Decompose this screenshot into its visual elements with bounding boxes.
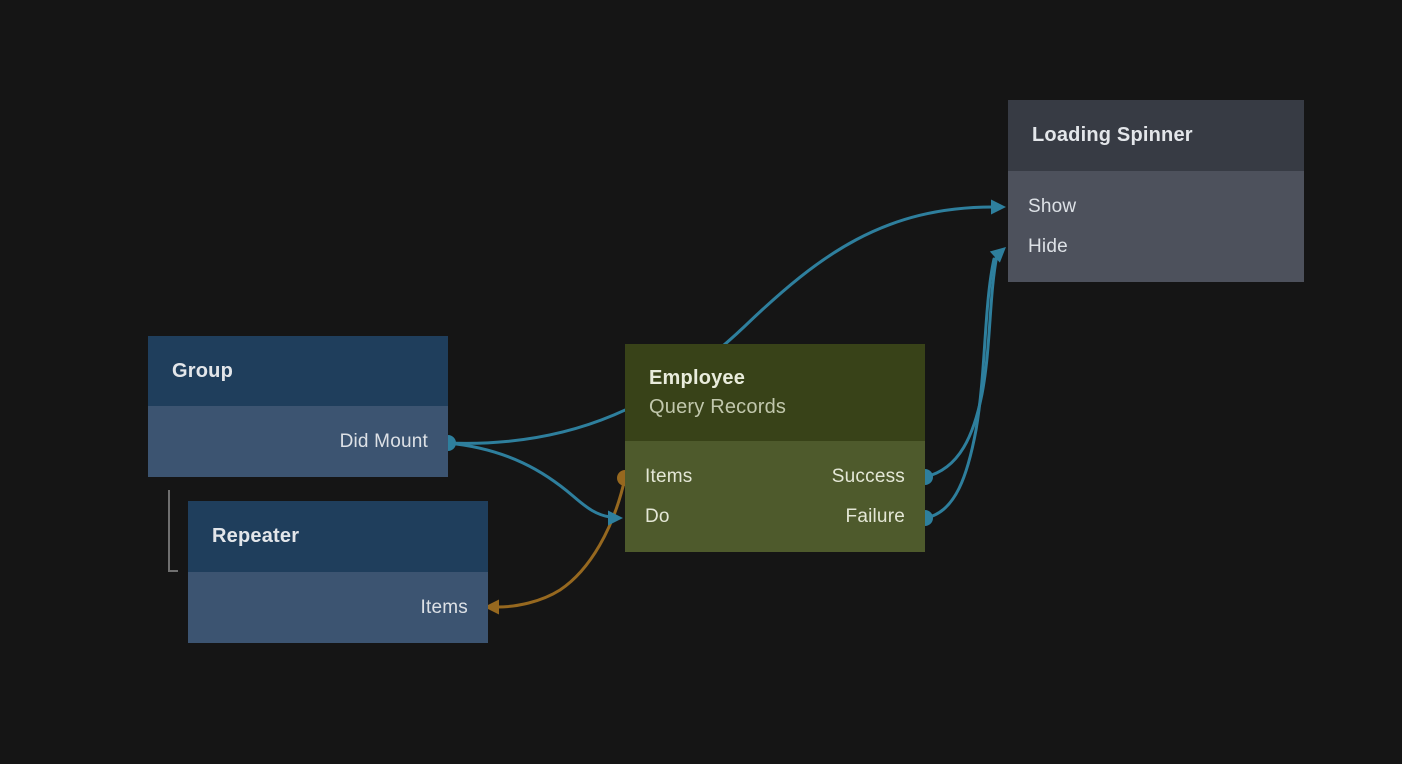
- port-failure-label[interactable]: Failure: [845, 506, 905, 527]
- port-row-items-success: Items Success: [625, 457, 925, 497]
- port-hide-label: Hide: [1028, 236, 1068, 257]
- connection-items-items[interactable]: [496, 476, 627, 609]
- port-show-label: Show: [1028, 196, 1077, 217]
- node-group-title: Group: [172, 359, 233, 382]
- port-repeater-items[interactable]: Items: [188, 588, 488, 628]
- node-employee-header[interactable]: Employee Query Records: [625, 344, 925, 441]
- connection-didmount-do[interactable]: [446, 441, 612, 519]
- node-employee-query-records[interactable]: Employee Query Records Items Success Do …: [625, 344, 925, 552]
- node-loading-spinner-title: Loading Spinner: [1032, 124, 1193, 146]
- node-employee-title: Employee: [649, 366, 746, 389]
- port-arrow-show-icon[interactable]: [991, 199, 1006, 215]
- node-loading-spinner-header[interactable]: Loading Spinner: [1008, 100, 1304, 171]
- node-repeater-title: Repeater: [212, 525, 300, 547]
- port-did-mount[interactable]: Did Mount: [148, 422, 448, 462]
- port-repeater-items-label: Items: [420, 597, 468, 618]
- port-did-mount-label: Did Mount: [339, 431, 428, 452]
- port-arrow-do-icon[interactable]: [608, 510, 623, 526]
- node-repeater-ports: Items: [188, 572, 488, 643]
- port-employee-items-label[interactable]: Items: [645, 466, 693, 487]
- connection-failure-hide[interactable]: [923, 257, 996, 520]
- hierarchy-line-group-repeater: [168, 490, 178, 572]
- node-repeater[interactable]: Repeater Items: [188, 501, 488, 643]
- port-show[interactable]: Show: [1008, 187, 1304, 227]
- port-arrow-hide-icon[interactable]: [989, 241, 1011, 263]
- node-group-header[interactable]: Group: [148, 336, 448, 406]
- node-employee-ports: Items Success Do Failure: [625, 441, 925, 552]
- node-employee-subtitle: Query Records: [649, 395, 787, 418]
- port-row-do-failure: Do Failure: [625, 497, 925, 537]
- node-repeater-header[interactable]: Repeater: [188, 501, 488, 572]
- connection-success-hide[interactable]: [923, 253, 999, 479]
- node-loading-spinner-ports: Show Hide: [1008, 171, 1304, 282]
- port-arrow-repeater-items-icon[interactable]: [484, 599, 499, 615]
- port-success-label[interactable]: Success: [831, 466, 905, 487]
- node-loading-spinner[interactable]: Loading Spinner Show Hide: [1008, 100, 1304, 282]
- node-group[interactable]: Group Did Mount: [148, 336, 448, 477]
- port-hide[interactable]: Hide: [1008, 227, 1304, 267]
- port-do-label[interactable]: Do: [645, 506, 670, 527]
- connection-didmount-show[interactable]: [446, 205, 995, 445]
- node-group-ports: Did Mount: [148, 406, 448, 477]
